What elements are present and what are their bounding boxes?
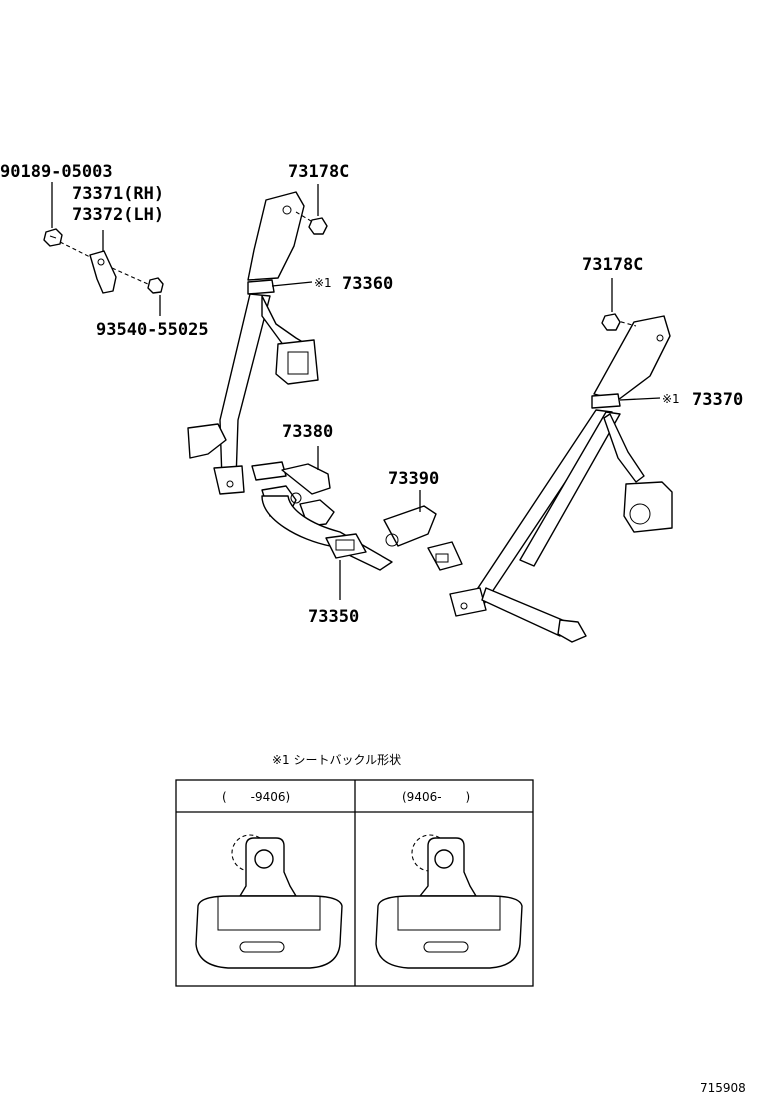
label-ref-mark-left: ※1 bbox=[314, 276, 332, 290]
right-belt-assembly bbox=[449, 315, 673, 643]
anchor-plate bbox=[89, 250, 117, 294]
anchor-bolt bbox=[43, 228, 63, 247]
diagram-id: 715908 bbox=[700, 1081, 746, 1095]
label-bolt-bottom-left: 93540-55025 bbox=[96, 320, 209, 340]
buckle-shape-left bbox=[195, 834, 343, 969]
label-anchor-lh: 73372(LH) bbox=[72, 205, 164, 225]
label-nut-right: 73178C bbox=[582, 255, 643, 275]
inset-col-right: (9406- ) bbox=[402, 790, 470, 804]
label-ref-mark-right: ※1 bbox=[662, 392, 680, 406]
inset-table bbox=[175, 779, 534, 987]
inset-title: ※1 シートバックル形状 bbox=[272, 753, 401, 767]
belt-left-leader bbox=[271, 281, 313, 287]
screw-leader bbox=[111, 267, 151, 286]
bolt-leader bbox=[59, 241, 93, 259]
label-bolt-top-left: 90189-05003 bbox=[0, 162, 113, 182]
anchor-screw bbox=[147, 277, 164, 294]
label-belt-right: 73370 bbox=[692, 390, 743, 410]
label-belt-left: 73360 bbox=[342, 274, 393, 294]
label-buckle-upper: 73380 bbox=[282, 422, 333, 442]
buckle-shape-right bbox=[375, 834, 523, 969]
label-buckle-lower: 73350 bbox=[308, 607, 359, 627]
belt-right-leader bbox=[619, 397, 661, 401]
label-nut-center: 73178C bbox=[288, 162, 349, 182]
right-anchor-nut bbox=[601, 313, 621, 331]
center-buckle-assembly bbox=[251, 461, 463, 571]
inset-col-left: ( -9406) bbox=[222, 790, 290, 804]
left-nut-leader bbox=[295, 211, 317, 225]
label-buckle-right: 73390 bbox=[388, 469, 439, 489]
left-belt-assembly bbox=[187, 191, 319, 495]
left-anchor-nut bbox=[308, 217, 328, 235]
label-anchor-rh: 73371(RH) bbox=[72, 184, 164, 204]
